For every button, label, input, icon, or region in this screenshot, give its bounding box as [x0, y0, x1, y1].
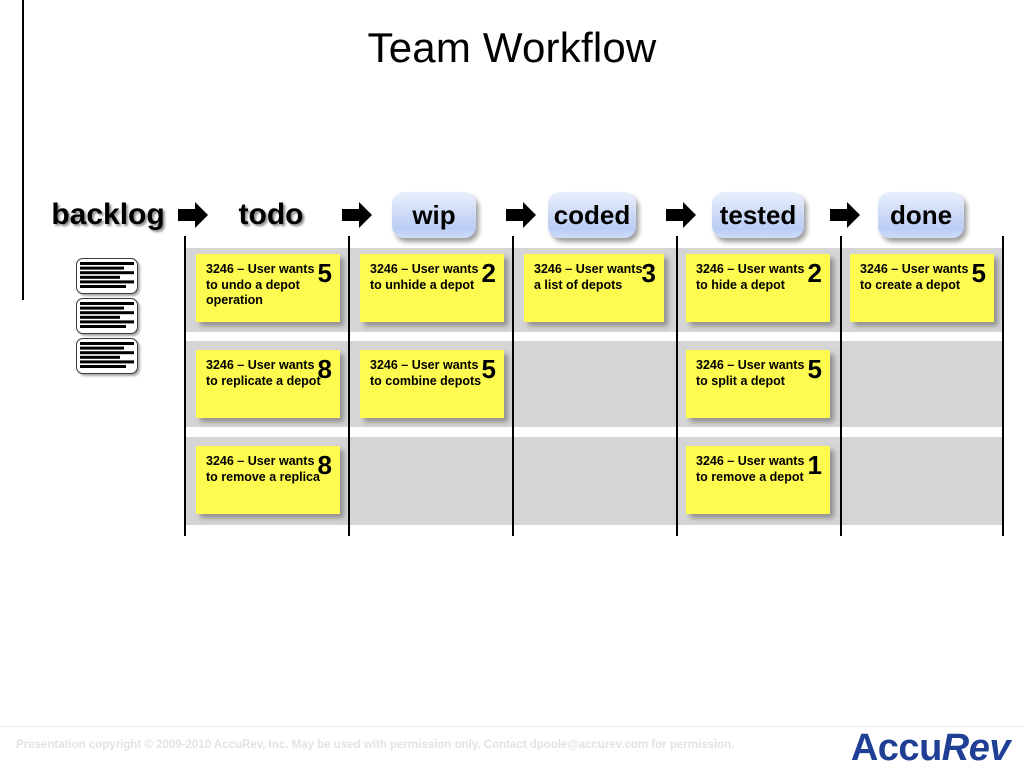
column-divider-2: [348, 236, 350, 536]
column-divider-4: [676, 236, 678, 536]
column-divider-6: [1002, 236, 1004, 536]
story-card-text: 3246 – User wants to remove a depot: [696, 454, 805, 484]
story-card-text: 3246 – User wants to hide a depot: [696, 262, 805, 292]
story-card-text: 3246 – User wants to unhide a depot: [370, 262, 479, 292]
story-card-text: 3246 – User wants to combine depots: [370, 358, 482, 388]
lane-caption-tested[interactable]: tested: [712, 192, 804, 238]
story-card-points: 5: [481, 354, 496, 384]
story-card-text: 3246 – User wants to undo a depot operat…: [206, 262, 315, 307]
right-arrow-icon: [504, 198, 538, 232]
story-card-points: 8: [317, 450, 332, 480]
lane-caption-done[interactable]: done: [878, 192, 964, 238]
lane-caption-coded[interactable]: coded: [548, 192, 636, 238]
backlog-document-stack: [76, 258, 138, 378]
document-icon: [76, 298, 138, 334]
column-divider-3: [512, 236, 514, 536]
column-divider-1: [184, 236, 186, 536]
story-card-text: 3246 – User wants to create a depot: [860, 262, 969, 292]
right-arrow-icon: [828, 198, 862, 232]
story-card-text: 3246 – User wants to remove a replica: [206, 454, 320, 484]
story-card-points: 2: [807, 258, 822, 288]
logo-text-rev: Rev: [941, 727, 1011, 769]
story-card-points: 8: [317, 354, 332, 384]
lane-header-row: backlog todo wip coded tested done: [0, 192, 1024, 244]
page-title: Team Workflow: [367, 24, 657, 71]
story-card-points: 1: [807, 450, 822, 480]
logo-text-accu: Accu: [850, 727, 942, 769]
lane-caption-backlog[interactable]: backlog: [51, 198, 165, 231]
story-card-points: 5: [317, 258, 332, 288]
right-arrow-icon: [340, 198, 374, 232]
story-card-points: 5: [971, 258, 986, 288]
backlog-left-divider: [22, 0, 24, 300]
story-card-text: 3246 – User wants to split a depot: [696, 358, 805, 388]
footer-bar: Presentation copyright © 2009-2010 AccuR…: [0, 726, 1024, 769]
lane-caption-wip[interactable]: wip: [392, 192, 476, 238]
document-icon: [76, 258, 138, 294]
story-card-text: 3246 – User wants a list of depots: [534, 262, 643, 292]
lane-caption-todo[interactable]: todo: [238, 198, 304, 231]
story-card[interactable]: 3246 – User wants to undo a depot operat…: [196, 254, 340, 322]
right-arrow-icon: [664, 198, 698, 232]
story-card-points: 2: [481, 258, 496, 288]
copyright-note: Presentation copyright © 2009-2010 AccuR…: [16, 739, 735, 751]
column-divider-5: [840, 236, 842, 536]
accurev-logo: AccuRev: [850, 727, 1011, 769]
story-card-text: 3246 – User wants to replicate a depot: [206, 358, 321, 388]
story-card-points: 5: [807, 354, 822, 384]
story-card-points: 3: [641, 258, 656, 288]
right-arrow-icon: [176, 198, 210, 232]
document-icon: [76, 338, 138, 374]
